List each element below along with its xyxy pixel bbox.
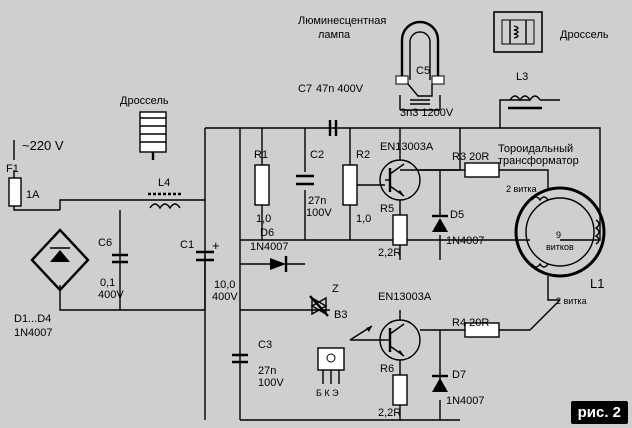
choke-top-label: Дроссель bbox=[560, 29, 609, 41]
c3-capacitor bbox=[232, 353, 248, 364]
r5-resistor bbox=[392, 214, 408, 246]
r5-label: R5 bbox=[380, 203, 394, 215]
l3-inductor bbox=[508, 95, 542, 110]
r2-resistor bbox=[342, 164, 358, 206]
r5-value: 2,2R bbox=[378, 247, 401, 259]
toroid-label-line2: трансформатор bbox=[498, 155, 579, 167]
c7-label: C7 bbox=[298, 83, 312, 95]
q-top-label: EN13003A bbox=[380, 141, 434, 153]
c3-value-line1: 27n bbox=[258, 365, 276, 377]
c5-label: C5 bbox=[416, 65, 430, 77]
r6-label: R6 bbox=[380, 363, 394, 375]
turns-mid-line1: 9 bbox=[556, 230, 561, 240]
d6-diode bbox=[240, 256, 305, 272]
d5-value: 1N4007 bbox=[446, 235, 485, 247]
figure-badge: рис. 2 bbox=[570, 401, 628, 424]
z-label: Z bbox=[332, 283, 339, 295]
r3-resistor bbox=[464, 162, 500, 178]
c3-label: C3 bbox=[258, 339, 272, 351]
d7-value: 1N4007 bbox=[446, 395, 485, 407]
q-bottom-label: EN13003A bbox=[378, 291, 432, 303]
c2-value-line1: 27n bbox=[308, 195, 326, 207]
d6-label: D6 bbox=[260, 227, 274, 239]
r4-label: R4 20R bbox=[452, 317, 489, 329]
r1-resistor bbox=[254, 164, 270, 206]
d7-diode bbox=[432, 374, 448, 392]
r4-resistor bbox=[464, 322, 500, 338]
pins-label: Б К Э bbox=[316, 388, 339, 398]
transistor-package bbox=[317, 325, 373, 384]
voltage-label: ~220 V bbox=[22, 138, 64, 153]
c6-capacitor bbox=[112, 253, 128, 264]
d5-diode bbox=[432, 214, 448, 232]
c2-capacitor bbox=[296, 174, 314, 186]
turns-mid-line2: витков bbox=[546, 242, 574, 252]
c1-capacitor: + bbox=[196, 238, 220, 262]
lamp-label-line1: Люминесцентная bbox=[298, 15, 386, 27]
r2-label: R2 bbox=[356, 149, 370, 161]
r6-resistor bbox=[392, 374, 408, 406]
c2-label: C2 bbox=[310, 149, 324, 161]
d7-label: D7 bbox=[452, 369, 466, 381]
f1-label: F1 bbox=[6, 163, 19, 175]
r6-value: 2,2R bbox=[378, 407, 401, 419]
c7-value: 47n 400V bbox=[316, 83, 364, 95]
c3-value-line2: 100V bbox=[258, 377, 284, 389]
transistor-top bbox=[379, 159, 421, 201]
dinistor-b3 bbox=[309, 295, 329, 317]
choke-top-box bbox=[493, 11, 543, 53]
c6-label: C6 bbox=[98, 237, 112, 249]
turns-bot-label: 2 витка bbox=[556, 296, 587, 306]
c5-value: 3n3 1200V bbox=[400, 107, 454, 119]
choke-left-symbol bbox=[139, 111, 167, 160]
c1-label: C1 bbox=[180, 239, 194, 251]
l1-label: L1 bbox=[590, 276, 604, 291]
l3-label: L3 bbox=[516, 71, 528, 83]
f1-value: 1A bbox=[26, 189, 40, 201]
turns-top-label: 2 витка bbox=[506, 184, 537, 194]
c1-value-line2: 400V bbox=[212, 291, 238, 303]
fuse-f1 bbox=[8, 177, 22, 207]
fluorescent-lamp-symbol bbox=[395, 20, 445, 105]
c2-value-line2: 100V bbox=[306, 207, 332, 219]
d5-label: D5 bbox=[450, 209, 464, 221]
l4-inductor bbox=[148, 192, 182, 210]
c1-value-line1: 10,0 bbox=[214, 279, 235, 291]
r1-value: 1,0 bbox=[256, 213, 271, 225]
toroid-label-line1: Тороидальный bbox=[498, 143, 573, 155]
c7-capacitor bbox=[328, 120, 338, 136]
c6-value-line1: 0,1 bbox=[100, 277, 115, 289]
b3-label: B3 bbox=[334, 309, 347, 321]
transistor-bottom bbox=[379, 319, 421, 361]
toroid-transformer bbox=[514, 169, 606, 301]
svg-text:+: + bbox=[212, 238, 220, 253]
r2-value: 1,0 bbox=[356, 213, 371, 225]
c6-value-line2: 400V bbox=[98, 289, 124, 301]
d6-value: 1N4007 bbox=[250, 241, 289, 253]
choke-left-label: Дроссель bbox=[120, 95, 169, 107]
lamp-label-line2: лампа bbox=[318, 29, 351, 41]
diode-bridge bbox=[30, 228, 90, 292]
bridge-label-line1: D1...D4 bbox=[14, 313, 51, 325]
r3-label: R3 20R bbox=[452, 151, 489, 163]
l4-label: L4 bbox=[158, 177, 170, 189]
bridge-label-line2: 1N4007 bbox=[14, 327, 53, 339]
r1-label: R1 bbox=[254, 149, 268, 161]
